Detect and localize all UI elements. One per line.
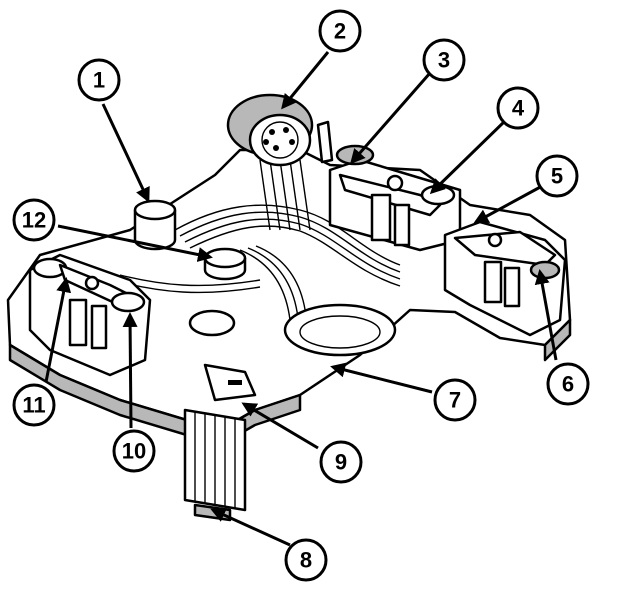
electrical-connector: [226, 93, 334, 167]
small-port: [188, 309, 236, 337]
callout-9: 9: [319, 440, 363, 484]
leader-6: [534, 269, 558, 361]
base-plate-rim: [8, 343, 302, 447]
callout-12: 12: [12, 198, 56, 242]
leader-7: [330, 362, 433, 394]
rear-solenoid-pair: [328, 144, 462, 252]
callout-8: 8: [284, 538, 328, 582]
svg-text:8: 8: [300, 548, 312, 573]
callout-1: 1: [77, 58, 121, 102]
pressure-sensor: [133, 199, 177, 251]
round-sensor: [203, 247, 247, 281]
svg-text:10: 10: [122, 439, 146, 464]
callout-6: 6: [546, 362, 590, 406]
leader-12: [57, 224, 213, 262]
svg-text:4: 4: [512, 96, 525, 121]
leader-3: [350, 72, 432, 165]
svg-text:3: 3: [438, 48, 450, 73]
leader-9: [241, 402, 319, 450]
leader-10: [122, 312, 138, 429]
svg-text:5: 5: [551, 164, 563, 189]
tab-slot: [228, 380, 242, 385]
callout-5: 5: [535, 154, 579, 198]
callout-11: 11: [12, 383, 56, 427]
callout-4: 4: [496, 86, 540, 130]
leader-5: [473, 183, 545, 224]
center-opening-inner: [299, 315, 381, 349]
callout-3: 3: [422, 38, 466, 82]
circuit-traces: [119, 159, 401, 321]
svg-text:6: 6: [562, 372, 574, 397]
svg-text:7: 7: [449, 388, 461, 413]
callout-10: 10: [112, 429, 156, 473]
callout-2: 2: [318, 9, 362, 53]
right-solenoid: [443, 220, 567, 337]
svg-text:2: 2: [334, 19, 346, 44]
svg-text:11: 11: [22, 393, 45, 418]
right-rim: [543, 318, 572, 362]
leader-lines: [44, 51, 558, 547]
svg-text:9: 9: [335, 450, 347, 475]
leader-11: [44, 277, 72, 383]
leader-8: [210, 508, 291, 547]
callout-7: 7: [433, 378, 477, 422]
lead-frame-pins: [183, 408, 247, 522]
center-opening: [283, 303, 397, 357]
svg-text:12: 12: [22, 208, 46, 233]
leader-4: [429, 118, 508, 195]
leader-2: [281, 51, 330, 110]
valve-body-illustration: [6, 93, 572, 522]
leader-1: [101, 103, 150, 203]
svg-text:1: 1: [93, 68, 105, 93]
